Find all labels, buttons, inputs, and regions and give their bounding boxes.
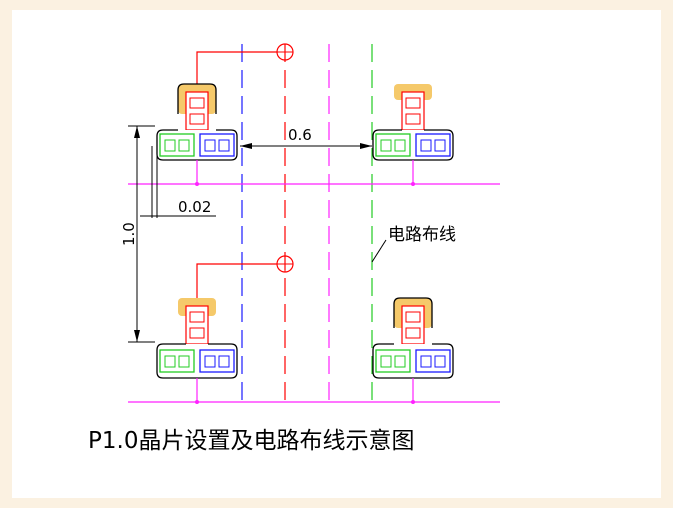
dimension-pitch-label: 0.6 [288, 126, 312, 144]
guide-lines [241, 44, 373, 405]
chip-top-right [372, 84, 454, 186]
chip-bottom-left [156, 298, 238, 404]
diagram-panel [12, 10, 661, 498]
red-trace-bottom [196, 263, 277, 300]
dimension-offset-label: 0.02 [178, 198, 211, 216]
routing-label: 电路布线 [388, 225, 456, 245]
diagram-caption: P1.0晶片设置及电路布线示意图 [88, 428, 414, 454]
dimension-offset: 0.02 [140, 146, 216, 218]
dimension-vertical: 1.0 [120, 125, 155, 343]
chip-top-left [156, 83, 238, 186]
red-trace-top [196, 51, 277, 88]
chip-bottom-right [372, 297, 454, 404]
via-bottom [276, 255, 294, 273]
via-top [276, 43, 294, 61]
dimension-pitch: 0.6 [240, 126, 372, 149]
routing-leader-line [371, 239, 387, 263]
dimension-vertical-label: 1.0 [120, 222, 138, 246]
